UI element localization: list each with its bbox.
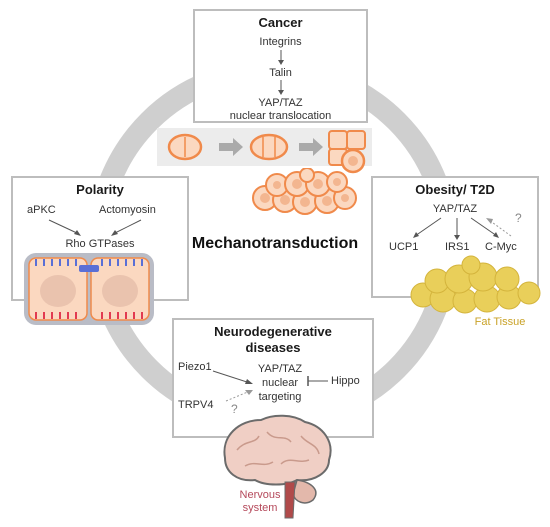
cell-dividing <box>249 133 289 161</box>
cancer-panel: Cancer Integrins Talin YAP/TAZ nuclear t… <box>193 9 368 123</box>
neuro-targeting: targeting <box>258 391 302 403</box>
cell-cluster-2 <box>346 130 366 150</box>
cancer-cell-progression <box>157 128 372 174</box>
obesity-irs1: IRS1 <box>445 241 470 253</box>
polarity-apkc: aPKC <box>27 204 56 216</box>
fat-tissue-label: Fat Tissue <box>474 316 526 328</box>
brain-illustration <box>223 414 332 519</box>
basal-markers <box>35 312 143 319</box>
epithelial-cells <box>24 253 154 325</box>
cancer-talin: Talin <box>269 67 292 79</box>
progression-arrow-2 <box>299 138 323 156</box>
obesity-cmyc: C-Myc <box>485 241 517 253</box>
cell-cluster-1 <box>328 130 348 150</box>
neuro-question: ? <box>231 402 238 416</box>
brainstem <box>284 481 296 519</box>
center-title: Mechanotransduction <box>191 235 359 252</box>
tumor-cell <box>299 168 315 183</box>
tight-junction <box>79 265 99 272</box>
cerebellum <box>292 479 317 504</box>
polarity-arrows <box>48 219 142 236</box>
adipocyte <box>461 255 481 275</box>
polarity-title: Polarity <box>76 182 124 197</box>
progression-arrow-1 <box>219 138 243 156</box>
apical-markers <box>35 259 143 266</box>
cancer-arrow-2 <box>278 80 284 95</box>
obesity-yaptaz: YAP/TAZ <box>432 203 478 215</box>
neuro-hippo: Hippo <box>331 375 360 387</box>
adipocyte <box>517 281 541 305</box>
neuro-trpv4: TRPV4 <box>178 399 214 411</box>
polarity-actomyosin: Actomyosin <box>99 204 156 216</box>
neuro-nuclear: nuclear <box>261 377 299 389</box>
cancer-title: Cancer <box>258 15 303 30</box>
cancer-integrins: Integrins <box>259 36 302 48</box>
cancer-arrow-1 <box>278 50 284 65</box>
brain <box>223 414 332 486</box>
adipocyte <box>494 266 520 292</box>
neuro-yaptaz: YAP/TAZ <box>257 363 303 375</box>
obesity-arrows <box>413 217 512 240</box>
fat-tissue <box>410 255 541 314</box>
neuro-title-line2: diseases <box>245 340 301 355</box>
neuro-title-line1: Neurodegenerative <box>214 324 332 339</box>
obesity-question: ? <box>515 211 522 225</box>
polarity-rho-gtpases: Rho GTPases <box>65 238 135 250</box>
tumor-cell-cluster <box>252 168 357 215</box>
neuro-piezo1: Piezo1 <box>178 361 212 373</box>
obesity-ucp1: UCP1 <box>389 241 419 253</box>
nervous-system-label-line2: system <box>242 502 278 514</box>
cancer-nuclear-translocation: nuclear translocation <box>229 110 332 122</box>
cancer-yaptaz: YAP/TAZ <box>258 97 303 109</box>
obesity-title: Obesity/ T2D <box>415 182 495 197</box>
neuro-arrows <box>212 370 328 402</box>
nervous-system-label-line1: Nervous <box>239 489 281 501</box>
